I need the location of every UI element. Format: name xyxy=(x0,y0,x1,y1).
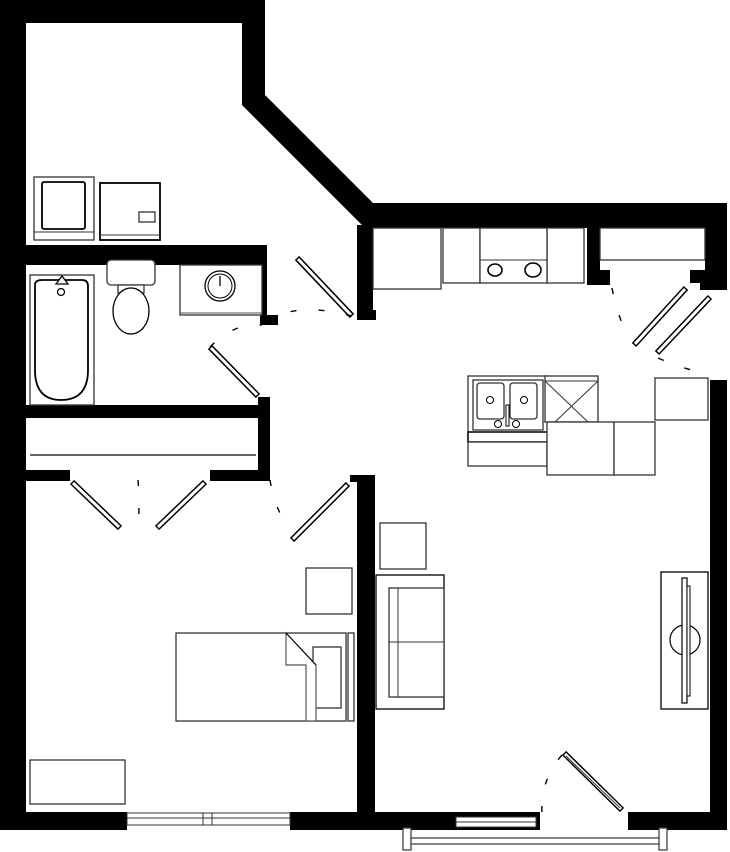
wall-closet-right xyxy=(690,225,727,290)
pantry-door-right[interactable] xyxy=(654,294,713,374)
wall-diagonal xyxy=(242,23,373,225)
closet-door-left[interactable] xyxy=(69,479,123,531)
living-window xyxy=(455,816,537,828)
balcony-door[interactable] xyxy=(541,750,625,816)
bathroom-door[interactable] xyxy=(207,323,263,399)
wall-bath-bottom xyxy=(0,405,270,418)
closet-door-right[interactable] xyxy=(137,479,208,531)
bedroom-door[interactable] xyxy=(269,479,351,543)
dryer-icon xyxy=(99,182,161,241)
walls xyxy=(0,0,727,830)
bathtub-icon xyxy=(29,274,95,406)
wall-kitchen-left xyxy=(357,225,376,320)
balcony-railing xyxy=(402,827,668,851)
pantry-shelf xyxy=(599,227,706,261)
doors xyxy=(69,255,713,816)
wall-top-left xyxy=(0,0,265,23)
kitchen-counter-top xyxy=(372,227,585,290)
kitchen-sink-icon xyxy=(467,375,549,467)
wall-closet-left xyxy=(587,225,610,285)
bedroom-window xyxy=(126,812,291,826)
nightstand xyxy=(305,567,353,615)
wall-bottom-left xyxy=(0,812,127,830)
pantry-door-left[interactable] xyxy=(611,285,689,348)
stove-icon xyxy=(479,227,548,284)
bed-icon xyxy=(175,631,355,722)
wall-bath-top xyxy=(0,245,267,265)
wall-kitchen-top xyxy=(362,203,727,228)
wall-bath-right xyxy=(260,245,278,325)
wall-bottom-right xyxy=(628,812,727,830)
wall-bottom-mid xyxy=(290,812,375,830)
wall-closet-bottom-left xyxy=(26,470,70,481)
side-table xyxy=(379,522,427,570)
laundry-door[interactable] xyxy=(264,255,355,326)
dishwasher-icon xyxy=(544,375,599,423)
wall-right xyxy=(710,380,727,830)
vanity-sink-icon xyxy=(179,264,263,316)
tv-stand-icon xyxy=(660,571,709,710)
wall-closet-side xyxy=(258,397,270,480)
washer-icon xyxy=(33,176,95,241)
kitchen-island xyxy=(546,377,709,476)
sofa-icon xyxy=(375,574,445,710)
toilet-icon xyxy=(106,259,156,335)
wall-bedroom-right xyxy=(350,475,375,830)
desk xyxy=(29,759,126,805)
wall-closet-bottom-right xyxy=(210,470,270,481)
